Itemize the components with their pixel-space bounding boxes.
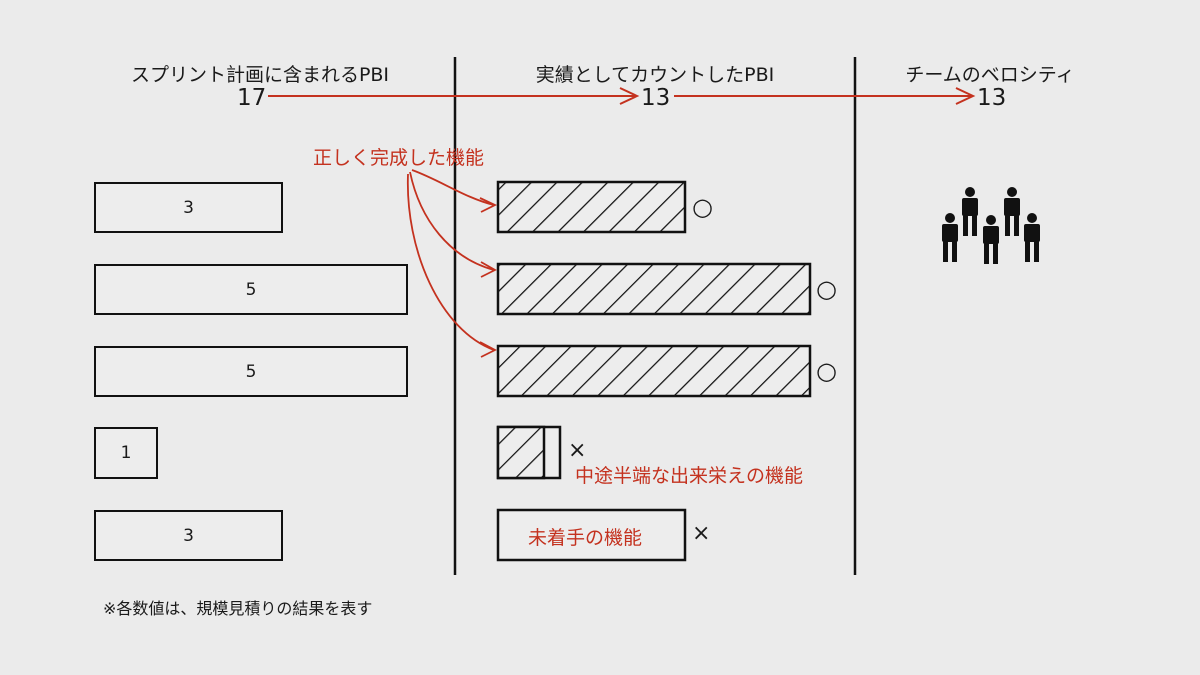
done-mark-3: ○ (816, 357, 837, 385)
done-mark-1: ○ (692, 193, 713, 221)
velocity-column-title: チームのベロシティ (905, 64, 1075, 86)
counted-bar-1 (496, 180, 687, 234)
footnote: ※各数値は、規模見積りの結果を表す (103, 599, 373, 618)
flow-arrow-planned-to-counted (268, 87, 640, 105)
planned-pbi-5: 3 (94, 510, 283, 561)
team-people-icon (942, 187, 1040, 264)
done-features-label: 正しく完成した機能 (313, 147, 485, 169)
not-done-mark-unstarted: × (692, 521, 711, 546)
planned-total: 17 (237, 85, 267, 111)
flow-arrow-counted-to-velocity (674, 87, 976, 105)
planned-pbi-3: 5 (94, 346, 408, 397)
partial-bar-hatched (496, 425, 546, 480)
not-started-label: 未着手の機能 (528, 527, 643, 549)
done-feature-arrows (407, 169, 498, 358)
planned-pbi-4: 1 (94, 427, 158, 479)
not-started-bar (496, 508, 687, 562)
velocity-total: 13 (977, 85, 1007, 111)
counted-total: 13 (641, 85, 671, 111)
counted-column-title: 実績としてカウントしたPBI (535, 64, 775, 86)
done-mark-2: ○ (816, 275, 837, 303)
planned-pbi-1: 3 (94, 182, 283, 233)
counted-bar-3 (496, 344, 812, 398)
counted-bar-2 (496, 262, 812, 316)
planned-pbi-2: 5 (94, 264, 408, 315)
planned-column-title: スプリント計画に含まれるPBI (130, 64, 390, 86)
half-done-label: 中途半端な出来栄えの機能 (575, 465, 804, 487)
not-done-mark-partial: × (568, 438, 587, 463)
